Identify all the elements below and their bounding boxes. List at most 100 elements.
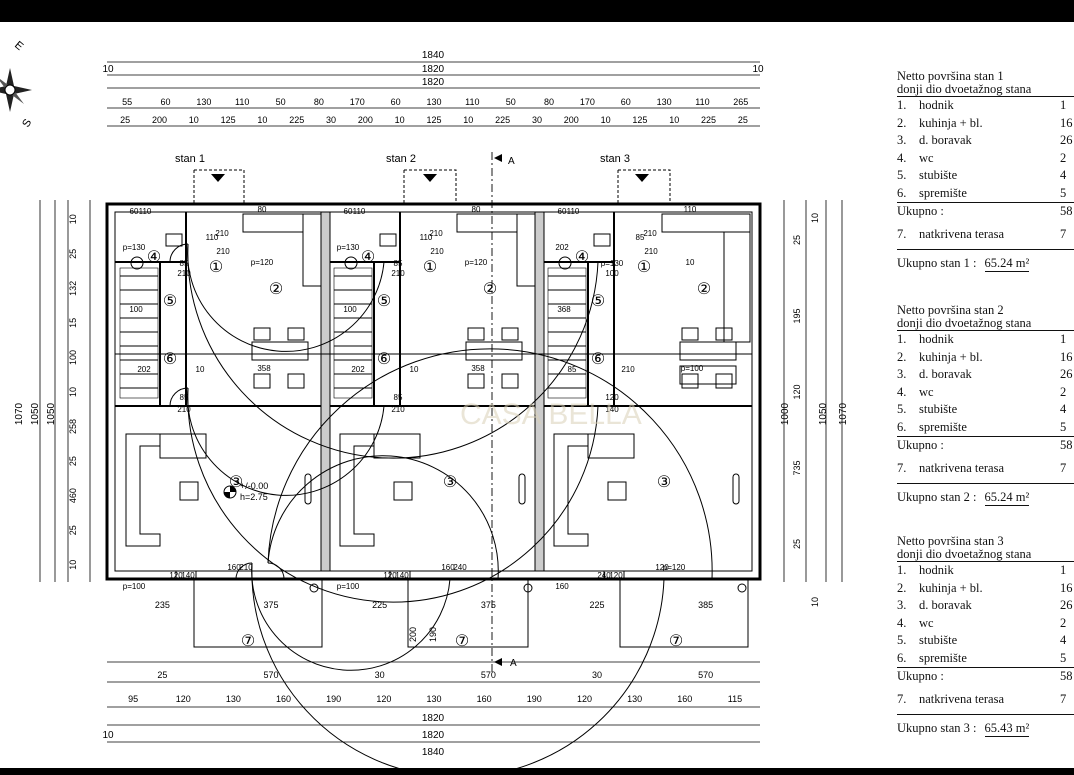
dimension-label: 160 <box>677 694 692 704</box>
room-number: ① <box>637 259 651 276</box>
dimension-label: 120 <box>383 571 397 580</box>
dimension-label: 130 <box>426 694 441 704</box>
tv <box>732 473 740 505</box>
dimension-label: p=130 <box>337 243 360 252</box>
room-name: stubište <box>919 168 958 182</box>
dimension-label: 80 <box>314 97 324 107</box>
room-number: ⑤ <box>377 293 391 310</box>
dimension-label: 100 <box>68 350 78 365</box>
dimension-label: 120 <box>376 694 391 704</box>
dimension-label: 120 <box>605 393 619 402</box>
dimension-label: 210 <box>215 229 229 238</box>
dimension-label: 240 <box>453 563 467 572</box>
ukupno-row: Ukupno :58 <box>897 436 1074 455</box>
area-row: 5. stubište 4 <box>897 167 1074 185</box>
dimension-label: 50 <box>506 97 516 107</box>
dimension-label: 210 <box>644 247 658 256</box>
room-area: 4 <box>1060 168 1067 182</box>
door-swing <box>187 387 599 603</box>
toilet <box>130 256 144 270</box>
dimension-label: 190 <box>326 694 341 704</box>
door-swing <box>169 387 189 407</box>
door-swing <box>187 243 599 459</box>
room-number: ② <box>697 281 711 298</box>
level-value: +/-0.00 <box>240 481 268 491</box>
sofa-section <box>587 433 635 459</box>
room-number: ① <box>209 259 223 276</box>
total-row: Ukupno stan 3 :65.43 m² <box>897 714 1074 737</box>
table-title: Netto površina stan 3 <box>897 534 1004 548</box>
dimension-label: 110 <box>684 205 697 214</box>
room-name: kuhinja + bl. <box>919 115 983 130</box>
window <box>389 570 411 580</box>
dimension-label: 200 <box>152 115 167 125</box>
dimension-label: 210 <box>429 229 443 238</box>
room-area: 26 <box>1060 598 1073 612</box>
ukupno-row: Ukupno :58 <box>897 202 1074 221</box>
dimension-label: 210 <box>391 405 405 414</box>
coffee-table <box>179 481 199 501</box>
dimension-label: p=120 <box>465 258 488 267</box>
dimension-label: 100 <box>129 305 143 314</box>
dimension-label: 110 <box>465 97 479 107</box>
dimension-label: 10 <box>463 115 473 125</box>
dim-left-inner: 1050 <box>30 402 41 425</box>
dining-table <box>251 341 309 361</box>
room-area: 1 <box>1060 98 1067 112</box>
dimension-label: 225 <box>289 115 304 125</box>
room-number: ② <box>269 281 283 298</box>
dimension-label: 85 <box>568 365 577 374</box>
dimension-label: 200 <box>564 115 579 125</box>
dimension-label: 60 <box>130 207 139 216</box>
dimension-label: 110 <box>695 97 709 107</box>
kitchen-counter <box>723 231 751 343</box>
dim-right-inner: 1050 <box>818 402 829 425</box>
dimension-label: 140 <box>605 405 619 414</box>
dimension-label: 110 <box>139 207 152 216</box>
dimension-label: 85 <box>180 393 189 402</box>
misc-dim-200: 200 <box>408 627 418 642</box>
dimension-label: 140 <box>181 571 195 580</box>
dimension-label: 160 <box>276 694 291 704</box>
compass-icon <box>0 68 32 112</box>
row-number: 1. <box>897 563 907 577</box>
sink <box>165 233 183 247</box>
door-swing <box>187 387 385 496</box>
dining-chair <box>287 327 305 341</box>
dimension-label: 735 <box>792 460 802 475</box>
dimension-label: 200 <box>358 115 373 125</box>
dimension-label: 258 <box>68 419 78 434</box>
dimension-label: 160 <box>555 582 569 591</box>
dimension-label: 80 <box>544 97 554 107</box>
dimension-label: 10 <box>810 597 820 607</box>
row-number: 5. <box>897 402 907 416</box>
dimension-label: 55 <box>122 97 132 107</box>
dimension-label: 85 <box>636 233 645 242</box>
sofa <box>553 433 589 547</box>
dimension-label: 10 <box>669 115 679 125</box>
area-row: 2.kuhinja + bl.16 <box>897 580 1074 598</box>
kitchen-counter <box>516 213 536 287</box>
row-number: 5. <box>897 168 907 182</box>
room-area: 16 <box>1060 580 1073 595</box>
door-swing <box>267 455 499 580</box>
table-subtitle: donji dio dvoetažnog stana <box>897 548 1074 562</box>
toilet <box>558 256 572 270</box>
dimension-label: p=100 <box>337 582 360 591</box>
dimension-label: 190 <box>527 694 542 704</box>
dimension-label: 210 <box>430 247 444 256</box>
compass-label-e: E <box>12 39 25 53</box>
dimension-label: 25 <box>738 115 748 125</box>
dimension-label: 10 <box>257 115 267 125</box>
dim-top-end-left: 10 <box>102 64 114 75</box>
dimension-label: 375 <box>263 600 278 610</box>
dim-bottom-end: 10 <box>102 730 114 741</box>
door-swing <box>235 562 253 580</box>
dimension-label: 60 <box>558 207 567 216</box>
